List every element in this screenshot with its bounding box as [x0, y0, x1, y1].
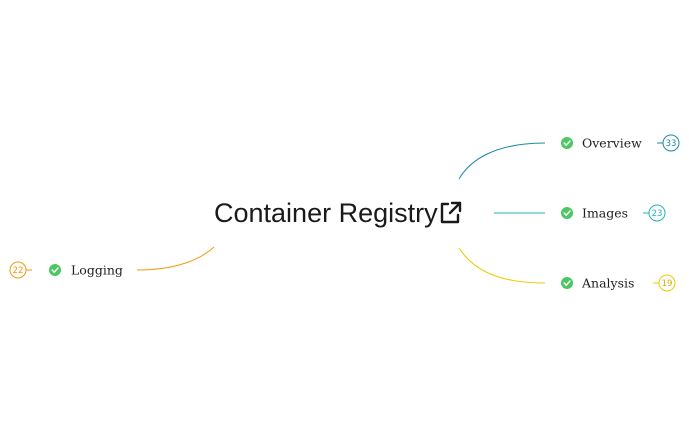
- connector-overview: [458, 142, 546, 180]
- branch-images[interactable]: Images 23: [561, 204, 666, 222]
- connector-analysis: [458, 247, 546, 284]
- central-topic-title: Container Registry: [214, 198, 438, 228]
- external-link-icon[interactable]: [440, 201, 462, 224]
- check-circle-icon: [561, 137, 573, 149]
- branch-label: Overview: [582, 136, 642, 151]
- branch-label: Images: [582, 206, 628, 221]
- count-value: 33: [666, 139, 677, 149]
- check-circle-icon: [561, 207, 573, 219]
- central-topic[interactable]: Container Registry: [214, 198, 462, 228]
- count-value: 22: [13, 266, 24, 276]
- branch-overview[interactable]: Overview 33: [561, 134, 680, 152]
- check-circle-icon: [561, 277, 573, 289]
- count-value: 19: [662, 279, 673, 289]
- count-badge[interactable]: 19: [658, 274, 676, 292]
- connector-logging: [136, 246, 215, 271]
- branch-analysis[interactable]: Analysis 19: [561, 274, 676, 292]
- check-circle-icon: [49, 264, 61, 276]
- branch-logging[interactable]: 22 Logging: [9, 261, 123, 279]
- count-badge[interactable]: 23: [648, 204, 666, 222]
- count-badge[interactable]: 33: [662, 134, 680, 152]
- branch-label: Analysis: [581, 276, 634, 291]
- count-badge[interactable]: 22: [9, 261, 27, 279]
- count-value: 23: [652, 209, 663, 219]
- branch-label: Logging: [71, 263, 123, 278]
